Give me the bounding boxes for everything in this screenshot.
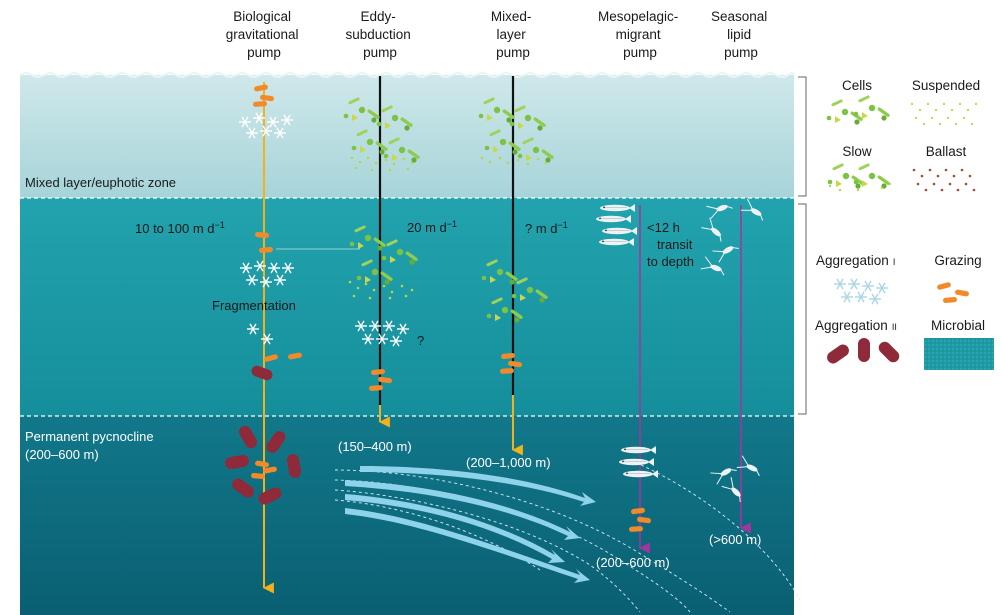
header-mesopelagic: Mesopelagic- migrant pump xyxy=(598,9,682,60)
legend-microbial-swatch xyxy=(924,338,994,370)
lipid-depth: (>600 m) xyxy=(709,532,761,547)
mixed-layer-zone xyxy=(20,75,794,198)
eddy-question: ? xyxy=(417,333,424,348)
legend-aggregation-i-swatch xyxy=(833,278,889,305)
legend: Cells Suspended Slow Ballast Aggregation… xyxy=(815,78,994,370)
header-lipid: Seasonal lipid pump xyxy=(711,9,771,60)
eddy-subduction-pump xyxy=(343,76,421,428)
subduction-flow-arrows xyxy=(345,466,596,583)
subsurface-bracket xyxy=(798,203,807,415)
legend-ballast-label: Ballast xyxy=(926,144,967,159)
mixed-rate: ? m d−1 xyxy=(525,220,568,236)
mesopelagic-migrant-pump xyxy=(595,203,659,554)
meso-depth: (200–600 m) xyxy=(596,555,670,570)
legend-cells-label: Cells xyxy=(842,78,872,93)
suspended-dots-eddy-mid xyxy=(348,280,414,300)
legend-grazing-label: Grazing xyxy=(934,253,981,268)
header-biological: Biological gravitational pump xyxy=(226,9,303,60)
legend-slow-swatch xyxy=(827,162,892,192)
legend-suspended-label: Suspended xyxy=(912,78,980,93)
legend-slow-label: Slow xyxy=(842,144,872,159)
eddy-rate: 20 m d−1 xyxy=(407,219,457,235)
pycnocline-label: Permanent pycnocline (200–600 m) xyxy=(25,429,157,462)
gravitational-rate: 10 to 100 m d−1 xyxy=(135,220,225,236)
header-mixed-layer: Mixed- layer pump xyxy=(491,9,535,60)
legend-microbial-label: Microbial xyxy=(931,318,985,333)
legend-suspended-swatch xyxy=(910,102,978,126)
legend-aggregation-ii-swatch xyxy=(824,338,902,366)
seasonal-lipid-pump xyxy=(700,197,769,534)
gravitational-pump xyxy=(224,82,303,594)
mixed-layer-pump xyxy=(478,76,555,456)
mixed-depth: (200–1,000 m) xyxy=(466,455,551,470)
legend-cells-swatch xyxy=(826,94,891,125)
suspended-dots-eddy-surface xyxy=(350,156,414,172)
mixed-layer-label: Mixed layer/euphotic zone xyxy=(25,175,176,190)
surface-bracket xyxy=(798,76,807,197)
header-eddy: Eddy- subduction pump xyxy=(345,9,414,60)
sea-surface xyxy=(19,72,795,78)
suspended-dots-mixed-surface xyxy=(480,156,548,166)
eddy-depth: (150–400 m) xyxy=(338,439,412,454)
pycnocline-zone xyxy=(20,416,794,615)
mesopelagic-zone xyxy=(20,198,794,416)
legend-ballast-swatch xyxy=(912,168,976,192)
transit-label: <12 h transit to depth xyxy=(647,220,696,269)
legend-grazing-swatch xyxy=(936,281,970,304)
fragmentation-label: Fragmentation xyxy=(212,298,296,313)
